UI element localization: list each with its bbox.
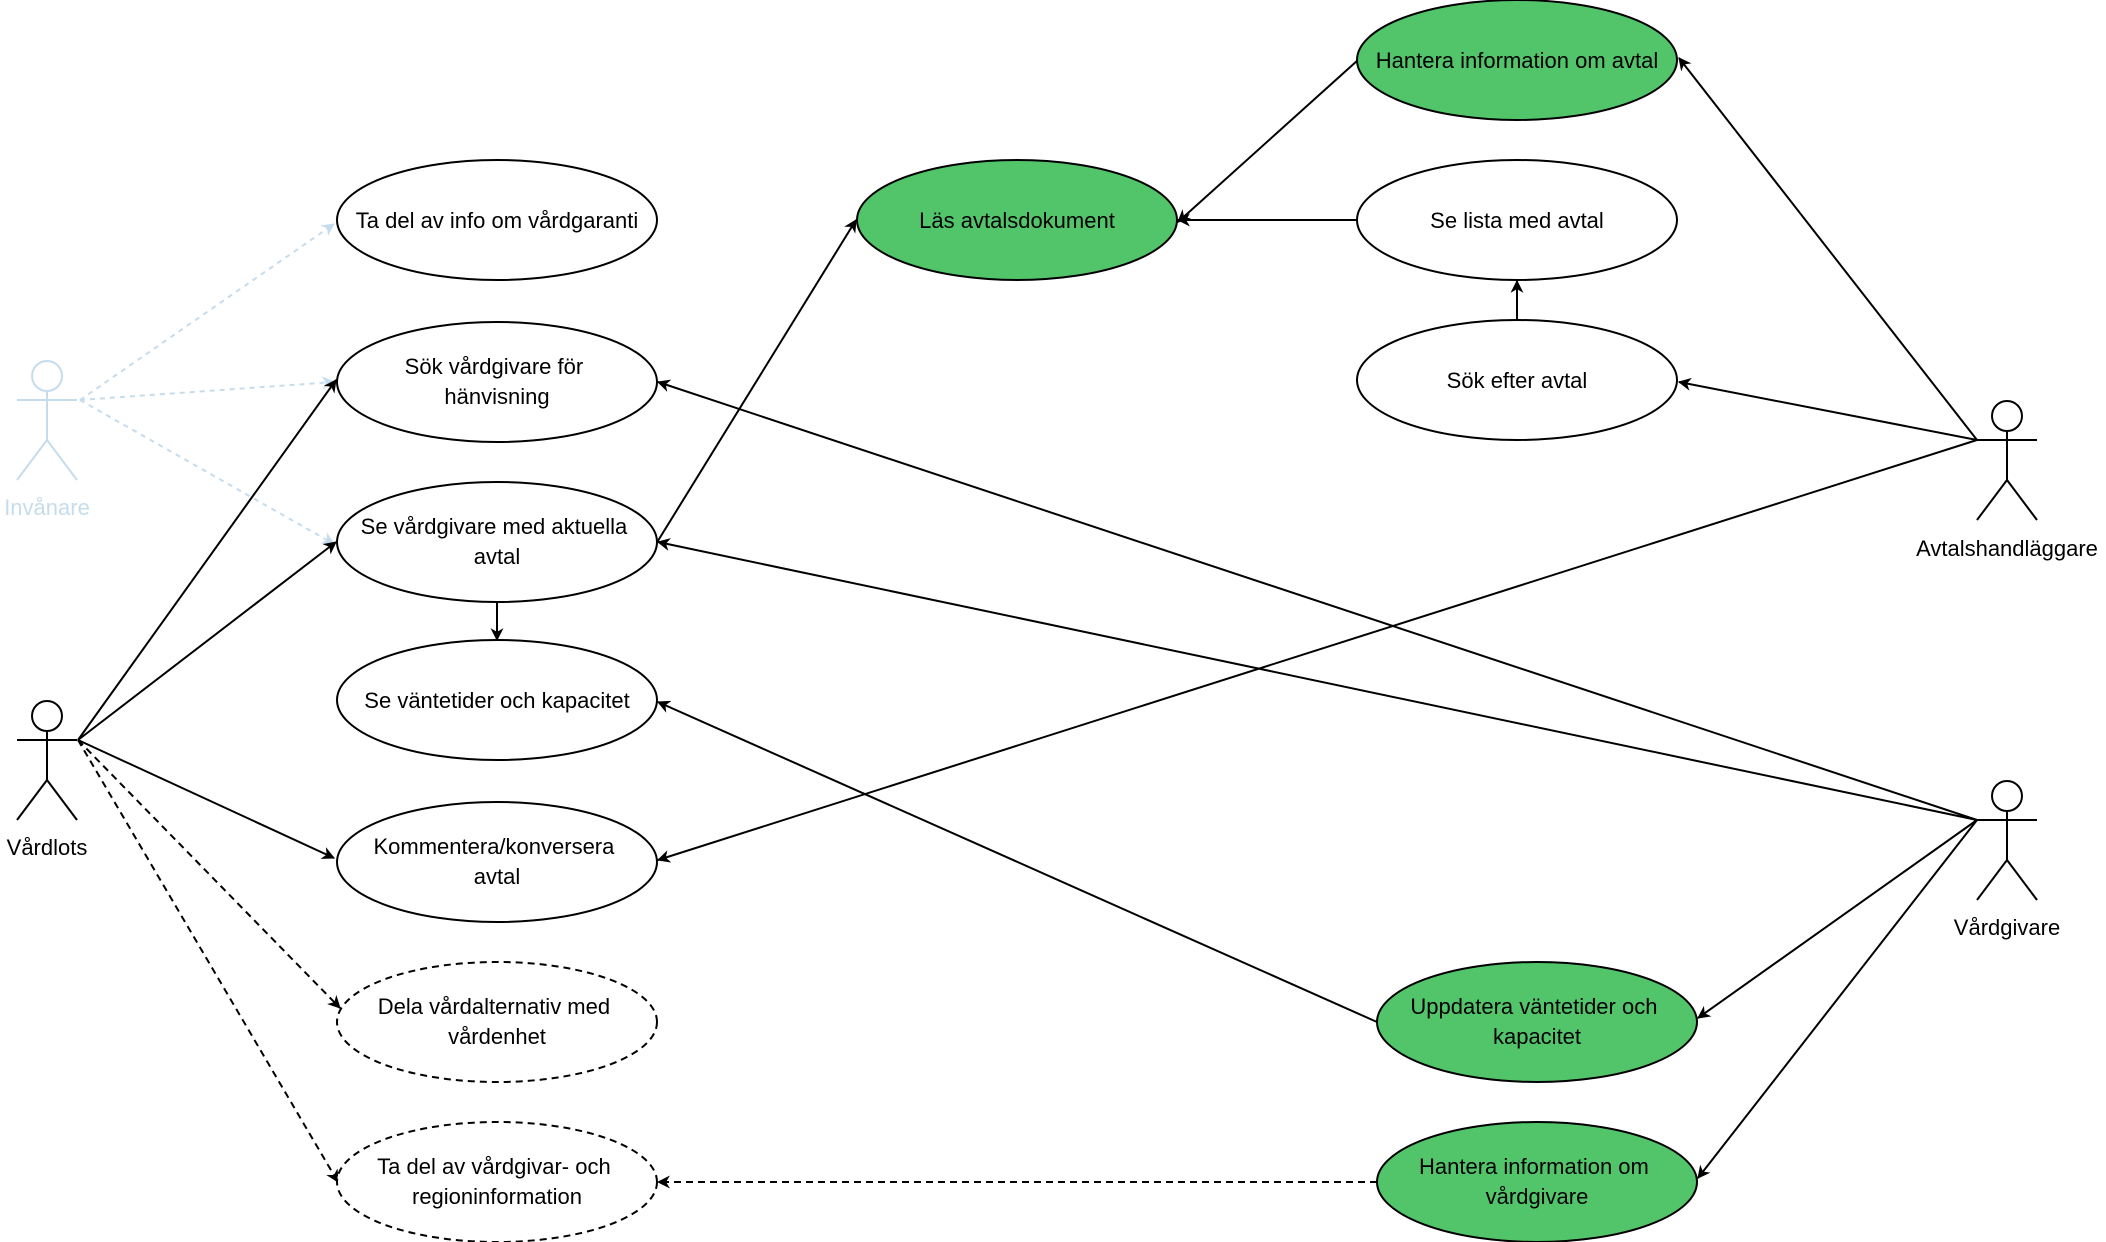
actor-label: Vårdgivare [1954,915,2060,940]
svg-text:Se vårdgivare med aktuella: Se vårdgivare med aktuella avtal [361,514,634,569]
edge-vardgivare-uppdatera [1697,819,1978,1019]
use-case-uppdatera-vantetider[interactable]: Uppdatera väntetider och kapacitet [1376,961,1698,1083]
use-case-hantera-info-vardgivare[interactable]: Hantera information om vårdgivare [1376,1121,1698,1242]
svg-text:Ta del av vårdgivar- och: Ta del av vårdgivar- och regioninformati… [377,1154,617,1209]
edge-vardlots-dela [77,739,341,1009]
use-case-label-line-1: Ta del av vårdgivar- och [377,1154,611,1179]
use-case-label-line-2: regioninformation [412,1184,582,1209]
svg-text:Dela vårdalternativ med: Dela vårdalternativ med vårdenhet [378,994,616,1049]
actor-label: Vårdlots [7,835,88,860]
actor-stick-figure-icon [16,360,78,481]
use-case-label-line-2: vårdenhet [448,1024,546,1049]
svg-text:Ta del av info om vårdgaranti: Ta del av info om vårdgaranti [356,208,639,233]
use-cases: Ta del av info om vårdgaranti Sök vårdgi… [336,0,1698,1242]
use-case-sok-vardgivare-hanvisning[interactable]: Sök vårdgivare för hänvisning [336,321,658,443]
use-case-label: Ta del av info om vårdgaranti [356,208,639,233]
actor-vardgivare[interactable]: Vårdgivare [1954,780,2060,940]
use-case-label-line-1: Se vårdgivare med aktuella [361,514,628,539]
use-case-se-vardgivare-aktuella-avtal[interactable]: Se vårdgivare med aktuella avtal [336,481,658,603]
use-case-label: Hantera information om avtal [1376,48,1658,73]
use-case-label-line-1: Dela vårdalternativ med [378,994,610,1019]
use-case-label-line-2: avtal [474,544,520,569]
use-case-label: Se väntetider och kapacitet [364,688,629,713]
svg-text:Sök efter avtal: Sök efter avtal [1447,368,1588,393]
svg-text:Uppdatera väntetider och: Uppdatera väntetider och kapacitet [1410,994,1663,1049]
use-case-label-line-1: Sök vårdgivare för [405,354,584,379]
use-case-ta-del-info-vardgaranti[interactable]: Ta del av info om vårdgaranti [336,159,658,281]
use-case-label-line-2: vårdgivare [1486,1184,1589,1209]
use-case-hantera-info-avtal[interactable]: Hantera information om avtal [1356,0,1678,121]
use-case-label-line-2: hänvisning [444,384,549,409]
use-case-kommentera-konversera-avtal[interactable]: Kommentera/konversera avtal [336,801,658,923]
actor-label: Avtalshandläggare [1916,536,2098,561]
edge-vardlots-sok-vardgivare [77,379,337,741]
actor-stick-figure-icon [1976,400,2038,521]
edge-hantera-avtal-las-avtal [1177,59,1359,223]
edge-uppdatera-se-vantetider [657,700,1378,1023]
actor-stick-figure-icon [16,700,78,821]
edge-se-vardgivare-las-avtal [655,219,857,545]
edge-invanare-sok-vardgivare [79,376,336,401]
use-case-las-avtalsdokument[interactable]: Läs avtalsdokument [856,159,1178,281]
svg-text:Se lista med avtal: Se lista med avtal [1430,208,1604,233]
edge-vardgivare-hantera-vardgivare [1697,819,1978,1179]
edge-vardlots-kommentera [77,739,335,859]
actor-invanare[interactable]: Invånare [4,360,90,520]
use-case-sok-efter-avtal[interactable]: Sök efter avtal [1356,319,1678,441]
use-case-se-lista-avtal[interactable]: Se lista med avtal [1356,159,1678,281]
actor-vardlots[interactable]: Vårdlots [7,700,88,860]
use-case-ta-del-vardgivar-region[interactable]: Ta del av vårdgivar- och regioninformati… [336,1121,658,1242]
edges [77,57,1978,1189]
svg-text:Se väntetider och kapacitet: Se väntetider och kapacitet [364,688,629,713]
use-case-se-vantetider-kapacitet[interactable]: Se väntetider och kapacitet [336,639,658,761]
use-case-dela-vardalternativ[interactable]: Dela vårdalternativ med vårdenhet [336,961,658,1083]
edge-vardgivare-se-vardgivare [656,538,1978,821]
svg-text:Hantera information om avtal: Hantera information om avtal [1376,48,1658,73]
use-case-label-line-2: kapacitet [1493,1024,1581,1049]
edge-vardlots-ta-del-region [77,739,339,1183]
svg-text:Sök vårdgivare för hän: Sök vårdgivare för hänvisning [405,354,590,409]
svg-text:Läs avtalsdokument: Läs avtalsdokument [919,208,1115,233]
svg-text:Kommentera/konversera: Kommentera/konversera avtal [373,834,620,889]
use-case-label: Se lista med avtal [1430,208,1604,233]
edge-vardlots-se-vardgivare [77,541,337,741]
actor-avtalshandlaggare[interactable]: Avtalshandläggare [1916,400,2098,561]
edge-avtalshandlaggare-sok-efter [1677,377,1978,441]
use-case-label-line-1: Uppdatera väntetider och [1410,994,1657,1019]
edge-invanare-ta-del-info [79,223,335,401]
edge-vardgivare-sok-vardgivare [656,379,1978,821]
actor-label: Invånare [4,495,90,520]
edge-avtalshandlaggare-kommentera [656,439,1978,863]
use-case-label-line-1: Kommentera/konversera [373,834,615,859]
svg-text:Hantera information om: Hantera information om vårdgivare [1419,1154,1655,1209]
use-case-label-line-1: Hantera information om [1419,1154,1649,1179]
edge-invanare-se-vardgivare [79,399,335,545]
edge-avtalshandlaggare-hantera-avtal [1678,57,1978,441]
actor-stick-figure-icon [1976,780,2038,901]
use-case-label: Läs avtalsdokument [919,208,1115,233]
use-case-label: Sök efter avtal [1447,368,1588,393]
use-case-label-line-2: avtal [474,864,520,889]
